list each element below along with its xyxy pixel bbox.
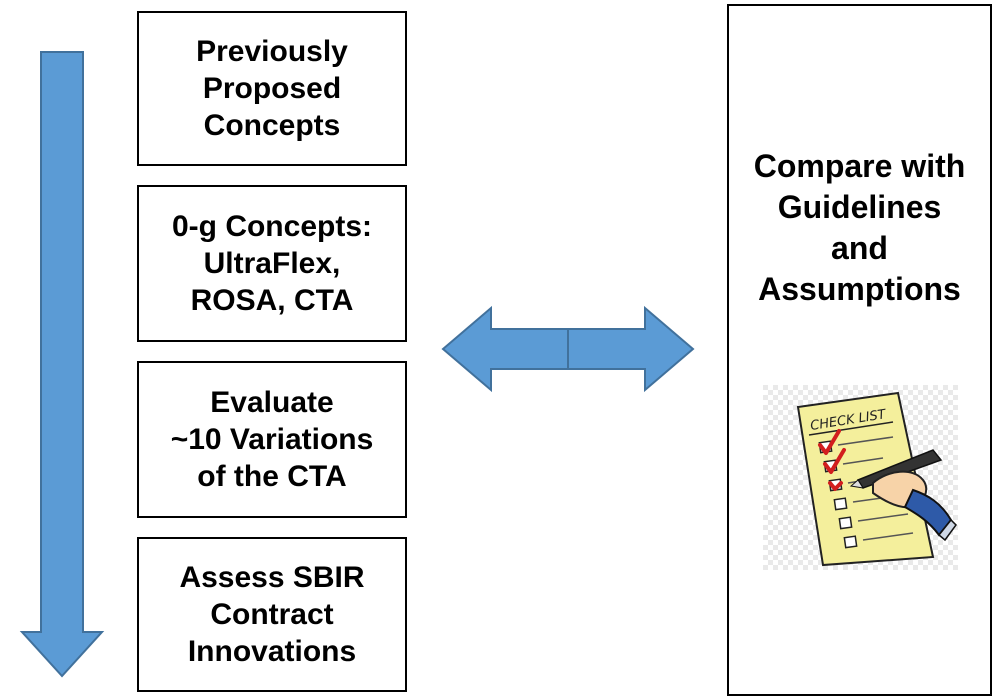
step-2-line-2: UltraFlex, xyxy=(203,247,341,280)
step-1-line-2: Proposed xyxy=(202,72,342,105)
compare-panel: Compare with Guidelines and Assumptions xyxy=(727,4,992,696)
step-box-previously-proposed-concepts: Previously Proposed Concepts xyxy=(137,11,407,166)
panel-heading: Compare with Guidelines and Assumptions xyxy=(754,146,966,310)
panel-line-2: Guidelines xyxy=(777,189,942,225)
step-box-evaluate-variations: Evaluate ~10 Variations of the CTA xyxy=(137,361,407,518)
panel-line-4: Assumptions xyxy=(758,271,961,307)
step-3-line-3: of the CTA xyxy=(197,460,347,493)
step-2-line-3: ROSA, CTA xyxy=(190,284,354,317)
panel-line-3: and xyxy=(831,230,888,266)
step-box-0g-concepts: 0-g Concepts: UltraFlex, ROSA, CTA xyxy=(137,185,407,342)
step-3-line-1: Evaluate xyxy=(210,386,334,419)
down-arrow xyxy=(19,51,105,678)
panel-line-1: Compare with xyxy=(753,148,966,184)
step-1-line-1: Previously xyxy=(196,35,348,68)
checklist-icon: CHECK LIST xyxy=(763,385,958,570)
step-box-assess-sbir: Assess SBIR Contract Innovations xyxy=(137,537,407,692)
step-2-line-1: 0-g Concepts: xyxy=(171,210,372,243)
step-3-line-2: ~10 Variations xyxy=(170,423,374,456)
step-4-line-1: Assess SBIR xyxy=(179,561,365,594)
double-arrow xyxy=(441,305,695,393)
step-1-line-3: Concepts xyxy=(203,109,341,142)
step-4-line-3: Innovations xyxy=(187,635,357,668)
step-4-line-2: Contract xyxy=(210,598,334,631)
